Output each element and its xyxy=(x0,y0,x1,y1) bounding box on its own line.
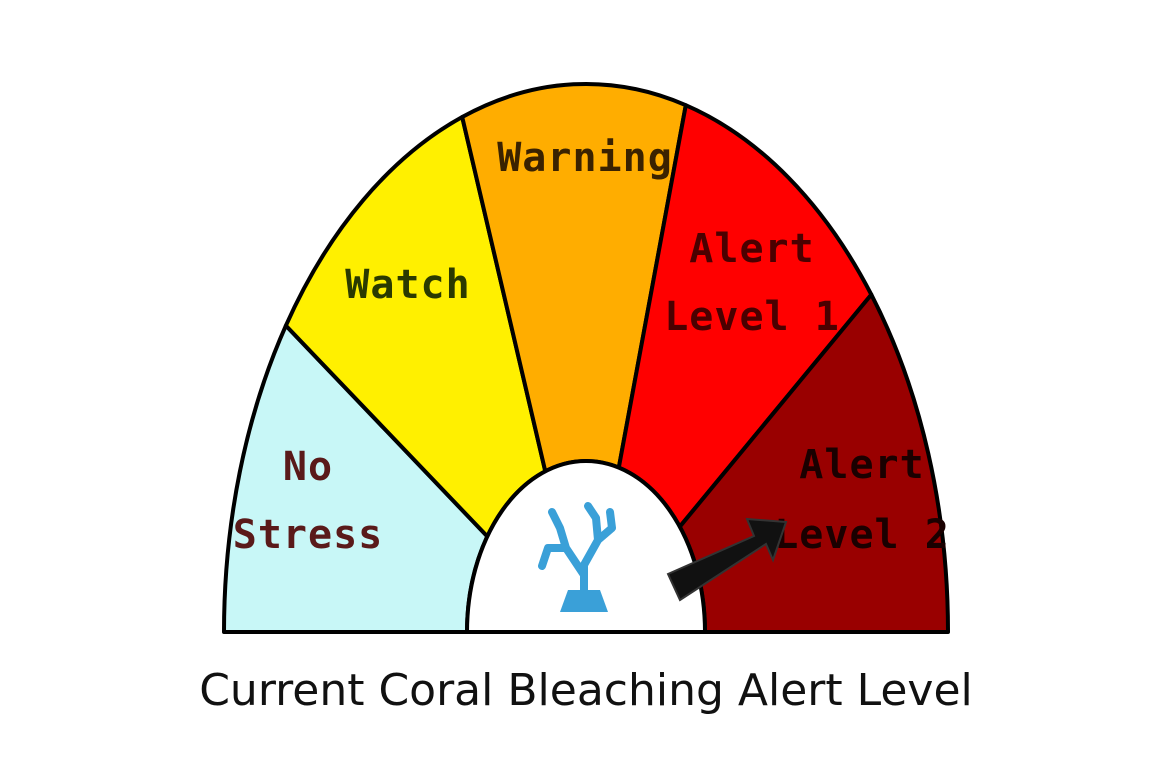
label-no-stress-line-2: Stress xyxy=(233,512,384,558)
label-no-stress-line-1: No xyxy=(283,444,333,490)
label-warning-line-1: Warning xyxy=(497,135,673,181)
label-alert-level-2-line-1: Alert xyxy=(799,442,924,488)
label-alert-level-1-line-2: Level 1 xyxy=(664,294,840,340)
label-alert-level-1-line-1: Alert xyxy=(689,226,814,272)
gauge-caption: Current Coral Bleaching Alert Level xyxy=(199,665,973,716)
current-level-arrow-icon xyxy=(666,517,788,602)
label-watch-line-1: Watch xyxy=(345,262,470,308)
gauge-hub xyxy=(464,459,708,634)
coral-icon xyxy=(538,502,616,612)
label-alert-level-2-line-2: Level 2 xyxy=(774,512,950,558)
